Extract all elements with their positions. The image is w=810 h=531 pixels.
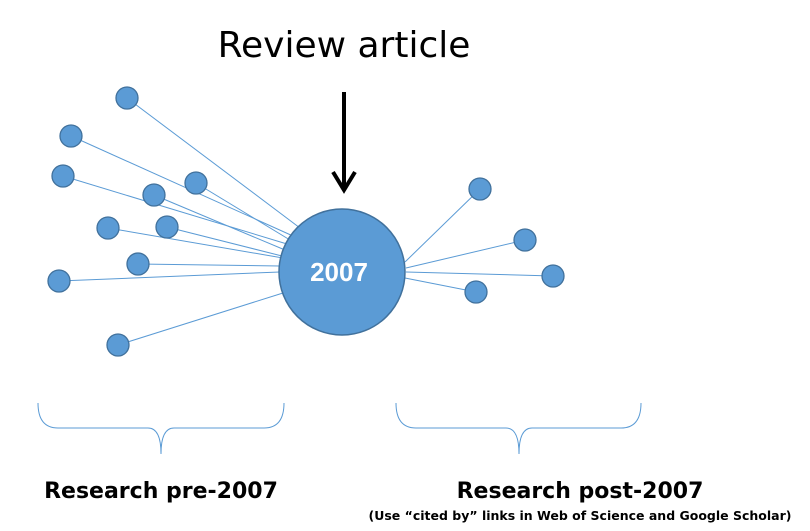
post-2007-edge [405,271,554,277]
diagram-title: Review article [218,25,471,66]
pre-2007-edge [195,182,291,241]
pre-2007-node [96,216,120,240]
post-2007-edge [405,239,526,269]
pre-2007-edge [166,226,283,257]
pre-2007-node [184,171,208,195]
review-article-year: 2007 [310,257,368,287]
cited-by-note: (Use “cited by” links in Web of Science … [368,508,791,523]
post-2007-node [513,228,537,252]
review-article-node [278,208,406,336]
nodes-pre-2007 [47,86,208,357]
pre-2007-edge [126,97,301,229]
pre-2007-node [142,183,166,207]
post-2007-node [464,280,488,304]
pre-2007-node [47,269,71,293]
pre-2007-edge [153,194,286,251]
post-2007-edge [404,277,477,293]
pre-2007-edge [58,271,281,282]
label-pre-2007: Research pre-2007 [44,479,278,504]
post-2007-edge [404,188,481,263]
pre-2007-node [51,164,75,188]
pre-2007-edge [117,292,284,346]
down-arrow-icon [331,92,357,194]
label-post-2007: Research post-2007 [457,479,704,504]
edges-pre-2007 [58,97,301,346]
pre-2007-node [59,124,83,148]
pre-2007-node [126,252,150,276]
pre-2007-node [106,333,130,357]
edges-post-2007 [404,188,554,293]
pre-2007-edge [62,175,288,245]
brace-pre-2007 [37,402,285,455]
pre-2007-node [155,215,179,239]
pre-2007-node [115,86,139,110]
post-2007-node [468,177,492,201]
post-2007-node [541,264,565,288]
brace-post-2007 [395,402,642,455]
nodes-post-2007 [464,177,565,304]
pre-2007-edge [107,227,284,259]
pre-2007-edge [137,263,281,267]
